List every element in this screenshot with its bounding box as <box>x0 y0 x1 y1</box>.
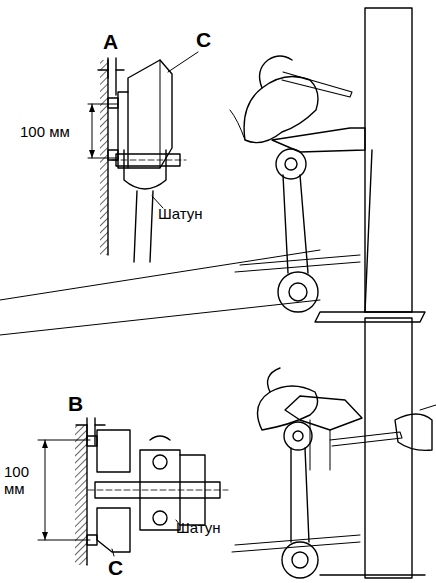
label-text: 100 мм <box>20 123 70 140</box>
label-text: 100 мм <box>4 463 29 497</box>
twist-check-view <box>232 318 436 578</box>
reference-letter: A <box>103 30 118 53</box>
label-text: C <box>196 28 211 51</box>
side-check-view <box>0 8 425 335</box>
side-check-schematic <box>88 52 198 262</box>
part-label: Шатун <box>176 520 221 537</box>
label-text: B <box>68 392 83 415</box>
reference-letter: B <box>68 392 83 415</box>
part-label: Шатун <box>158 206 203 223</box>
label-text: C <box>108 556 123 579</box>
part-letter: C <box>108 556 123 579</box>
label-text: Шатун <box>176 519 221 536</box>
label-text: Шатун <box>158 205 203 222</box>
dimension-label: 100 мм <box>20 124 90 141</box>
twist-check-schematic <box>38 418 228 565</box>
part-letter: C <box>196 28 211 51</box>
label-text: A <box>103 30 118 53</box>
dimension-label: 100 мм <box>4 464 38 497</box>
